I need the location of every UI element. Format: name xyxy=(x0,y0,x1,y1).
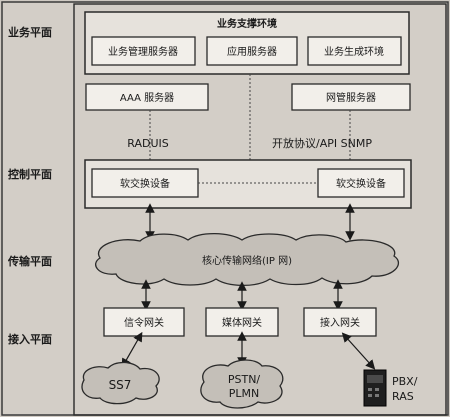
service-generation-env-box xyxy=(307,36,402,66)
service-generation-env-label: 业务生成环境 xyxy=(324,45,384,58)
aaa-server-box xyxy=(85,83,209,111)
core-network-cloud xyxy=(95,232,400,287)
pstn-label: PSTN/ xyxy=(228,373,261,386)
plane-label-control: 控制平面 xyxy=(8,167,52,181)
softswitch-left-box xyxy=(91,168,199,198)
signaling-gateway-box xyxy=(103,307,185,337)
plane-label-service: 业务平面 xyxy=(8,25,52,39)
plane-label-transport: 传输平面 xyxy=(7,254,52,268)
pstn-plmn-cloud xyxy=(200,359,284,409)
access-to-pbx-arrow xyxy=(341,332,376,370)
softswitch-left-label: 软交换设备 xyxy=(120,177,170,190)
core-network-label: 核心传输网络(IP 网) xyxy=(202,254,292,267)
protocol-open-api-snmp-label: 开放协议/API SNMP xyxy=(272,136,372,150)
service-support-environment-title: 业务支撑环境 xyxy=(217,17,277,30)
application-server-box xyxy=(206,36,298,66)
signaling-to-ss7-arrow xyxy=(121,331,143,369)
access-gateway-label: 接入网关 xyxy=(320,316,360,329)
protocol-radius-label: RADUIS xyxy=(127,137,168,150)
ss7-cloud xyxy=(81,361,160,405)
nms-server-box xyxy=(291,83,411,111)
softswitch-right-label: 软交换设备 xyxy=(336,177,386,190)
service-management-server-label: 业务管理服务器 xyxy=(108,45,178,58)
plmn-label: PLMN xyxy=(229,387,259,400)
ras-label: RAS xyxy=(392,390,414,403)
main-area-frame xyxy=(73,3,447,416)
access-gateway-box xyxy=(303,307,377,337)
softswitch-right-box xyxy=(317,168,405,198)
signaling-gateway-label: 信令网关 xyxy=(124,316,164,329)
media-gateway-label: 媒体网关 xyxy=(222,316,262,329)
ss7-label: SS7 xyxy=(109,378,132,392)
pbx-label: PBX/ xyxy=(392,375,418,388)
application-server-label: 应用服务器 xyxy=(227,45,277,58)
pbx-device-icon xyxy=(363,369,387,407)
nms-server-label: 网管服务器 xyxy=(326,91,376,104)
plane-label-access: 接入平面 xyxy=(8,332,52,346)
aaa-server-label: AAA 服务器 xyxy=(120,91,174,104)
service-management-server-box xyxy=(91,36,196,66)
